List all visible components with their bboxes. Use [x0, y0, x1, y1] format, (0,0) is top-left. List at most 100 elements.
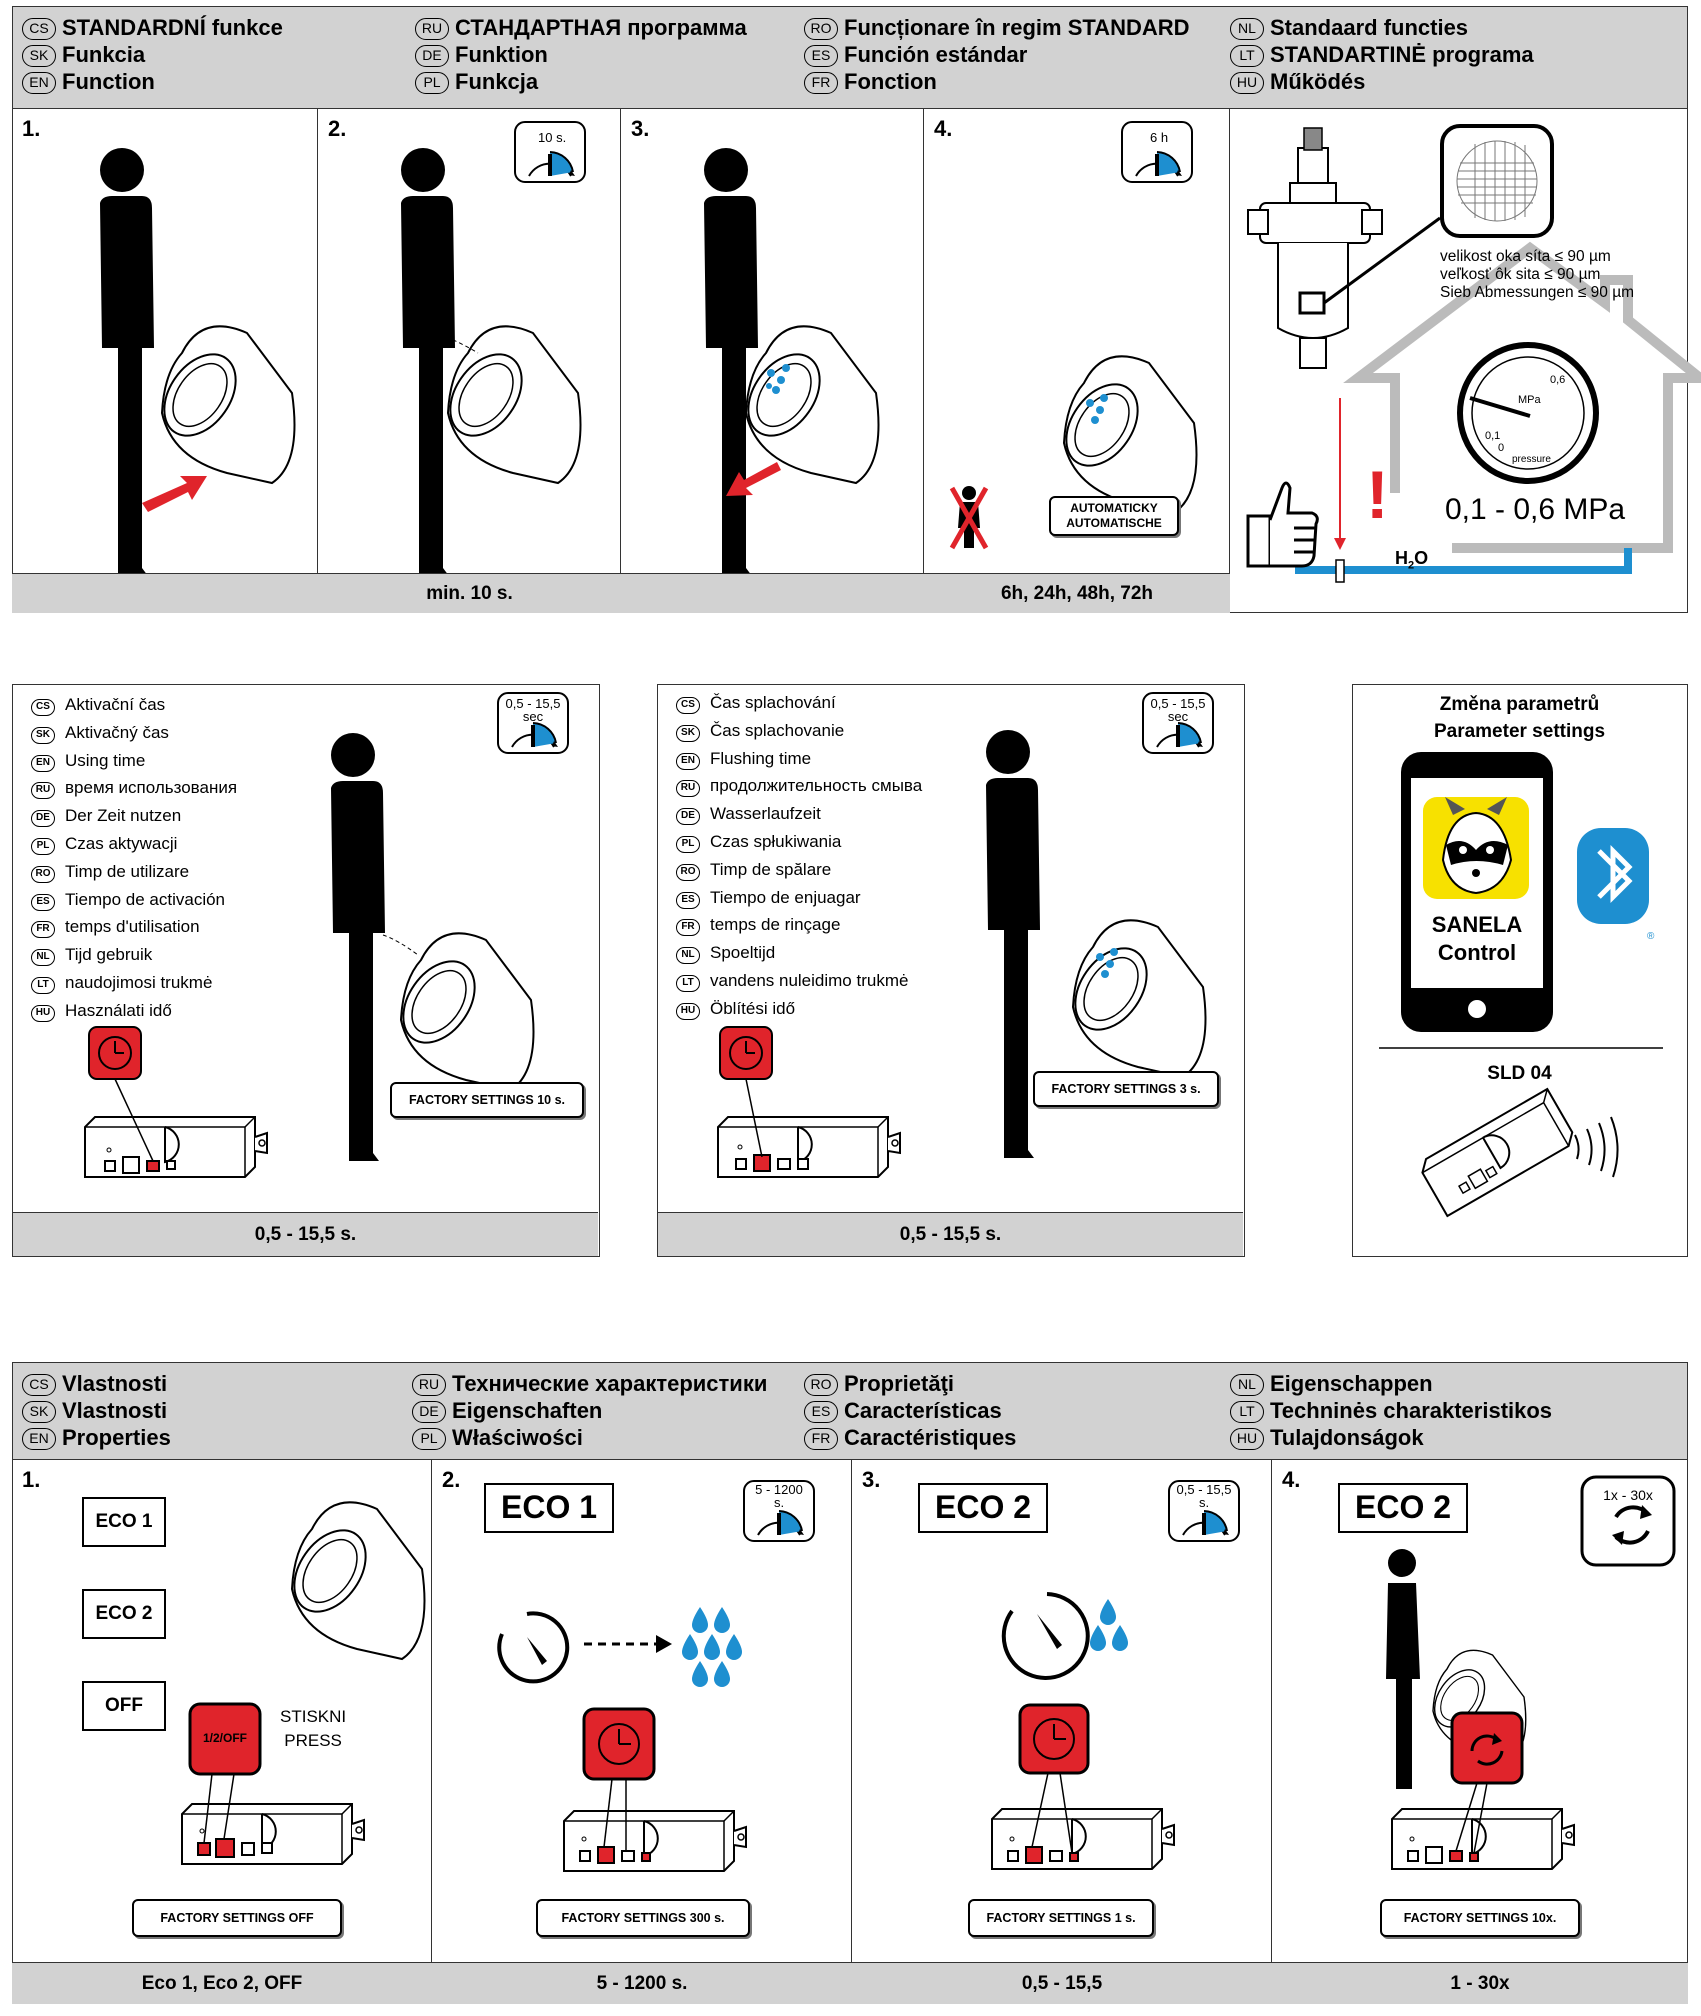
- droplet-icon: [704, 1634, 720, 1660]
- timer-label: 0,5 - 15,5 s.: [1169, 1483, 1239, 1509]
- list-item: temps d'utilisation: [65, 917, 200, 937]
- properties-step-1: 1. ECO 1 ECO 2 OFF 1/2/OFF STISKNI PRESS…: [12, 1459, 432, 2004]
- arrow-icon: [142, 476, 207, 512]
- list-item: Čas splachování: [710, 693, 836, 712]
- lang-code-badge: HU: [1230, 1428, 1264, 1450]
- timer-label: 0,5 - 15,5 sec: [498, 697, 568, 723]
- header-text: Proprietăţi: [844, 1371, 955, 1396]
- panel-footer: 0,5 - 15,5 s.: [13, 1212, 598, 1256]
- header-text: Eigenschappen: [1270, 1371, 1433, 1396]
- list-item: Öblítési idő: [710, 998, 796, 1018]
- thumbs-up-icon: [1246, 481, 1319, 568]
- press-label: STISKNI PRESS: [280, 1705, 346, 1753]
- sieve-line: velikost oka síta ≤ 90 µm: [1440, 248, 1611, 265]
- header-text: Működés: [1270, 69, 1366, 94]
- lang-code-badge: RU: [31, 782, 55, 800]
- person-icon: [1386, 1549, 1420, 1789]
- step-number: 3.: [631, 116, 650, 141]
- lang-code-badge: ES: [804, 1401, 838, 1423]
- water-h: H: [1395, 548, 1408, 568]
- step-footer: 0,5 - 15,5: [852, 1962, 1272, 2004]
- panel-title: Změna parametrů Parameter settings: [1353, 691, 1686, 745]
- gauge-label: pressure: [1512, 454, 1551, 465]
- parameter-settings-panel: Změna parametrů Parameter settings: [1352, 684, 1688, 1257]
- step-footer: 1 - 30x: [1272, 1962, 1688, 2004]
- lang-code-badge: NL: [1230, 18, 1264, 40]
- list-item: Using time: [65, 750, 146, 770]
- timer-label: 5 - 1200 s.: [744, 1483, 814, 1509]
- mode-selection-illustration: [181, 1501, 426, 1865]
- lang-code-badge: FR: [804, 1428, 838, 1450]
- header-text: STANDARTINĖ programa: [1270, 42, 1534, 67]
- factory-settings-label: FACTORY SETTINGS OFF: [132, 1899, 342, 1937]
- header-text: Fonction: [844, 69, 937, 94]
- header-col-4: NL Standaard functies LT STANDARTINĖ progr…: [1230, 14, 1534, 95]
- lang-code-badge: RO: [804, 18, 838, 40]
- list-item: Tijd gebruik: [65, 945, 153, 965]
- header-text: Funktion: [455, 42, 548, 67]
- list-item: Flushing time: [710, 748, 812, 768]
- droplet-icon: [682, 1634, 698, 1660]
- list-item: Aktivační čas: [65, 695, 166, 714]
- sieve-line: Sieb Abmessungen ≤ 90 µm: [1440, 284, 1635, 301]
- lang-code-badge: EN: [22, 72, 56, 94]
- person-approaching-illustration: [100, 148, 296, 576]
- timer-range: 0,5 - 15,5: [505, 696, 561, 711]
- factory-settings-label: FACTORY SETTINGS 300 s.: [536, 1899, 750, 1937]
- mode-off: OFF: [82, 1681, 166, 1731]
- no-person-icon: [949, 486, 989, 550]
- lang-code-badge: CS: [22, 18, 56, 40]
- timer-range: 5 - 1200: [755, 1482, 803, 1497]
- lang-code-badge: CS: [31, 699, 55, 716]
- section1-step-4: 4. 6 h AUTOMATICKY AUTOMATISCHE 6h, 24h,…: [924, 108, 1230, 613]
- lang-code-badge: LT: [1230, 45, 1264, 67]
- cycle-illustration: [1386, 1475, 1676, 1870]
- header-text: Tulajdonságok: [1270, 1425, 1424, 1450]
- step-footer: Eco 1, Eco 2, OFF: [12, 1962, 432, 2004]
- list-item: время использования: [65, 778, 238, 798]
- pressure-range: 0,1 - 0,6 MPa: [1445, 493, 1626, 526]
- section1-filter-pressure: velikost oka síta ≤ 90 µm veľkosť ôk sit…: [1230, 108, 1701, 613]
- lang-code-badge: LT: [1230, 1401, 1264, 1423]
- lang-code-badge: RU: [676, 780, 700, 798]
- eco2-illustration: [991, 1479, 1241, 1870]
- header-text: Properties: [62, 1425, 171, 1450]
- list-item: Aktivačný čas: [65, 722, 169, 742]
- list-item: vandens nuleidimo trukmė: [710, 970, 909, 990]
- header-text: Standaard functies: [1270, 15, 1469, 40]
- header-text: Funcționare în regim STANDARD: [844, 15, 1190, 40]
- app-name-line: Control: [1437, 940, 1517, 965]
- cycle-box: [1580, 1475, 1676, 1567]
- lang-code-badge: RU: [415, 18, 449, 40]
- lang-code-badge: ES: [676, 891, 700, 909]
- automatic-flush-illustration: [949, 120, 1198, 550]
- droplet-icon: [1090, 1625, 1106, 1651]
- header-text: Función estándar: [844, 42, 1028, 67]
- lang-code-badge: RO: [676, 863, 700, 881]
- list-item: temps de rinçage: [710, 915, 841, 935]
- step-number: 3.: [862, 1467, 881, 1492]
- header-text: STANDARDNÍ funkce: [62, 15, 283, 40]
- filter-pressure-illustration: [1246, 124, 1701, 583]
- step-number: 4.: [1282, 1467, 1301, 1492]
- water-o: O: [1414, 548, 1429, 568]
- lang-code-badge: DE: [415, 45, 449, 67]
- lang-code-badge: DE: [676, 808, 700, 826]
- lang-code-badge: HU: [676, 1002, 700, 1020]
- properties-step-4: 4. ECO 2 1x - 30x FACTORY SETTINGS 10x. …: [1272, 1459, 1688, 2004]
- list-item: Timp de spălare: [710, 859, 832, 879]
- section1-step-3: 3.: [621, 108, 924, 613]
- gauge-tick: 0,1: [1485, 430, 1501, 442]
- lang-code-badge: FR: [676, 919, 700, 937]
- remote-device-icon: [1421, 1087, 1574, 1218]
- header-text: Function: [62, 69, 155, 94]
- lang-code-badge: NL: [1230, 1374, 1264, 1396]
- lang-code-badge: HU: [1230, 72, 1264, 94]
